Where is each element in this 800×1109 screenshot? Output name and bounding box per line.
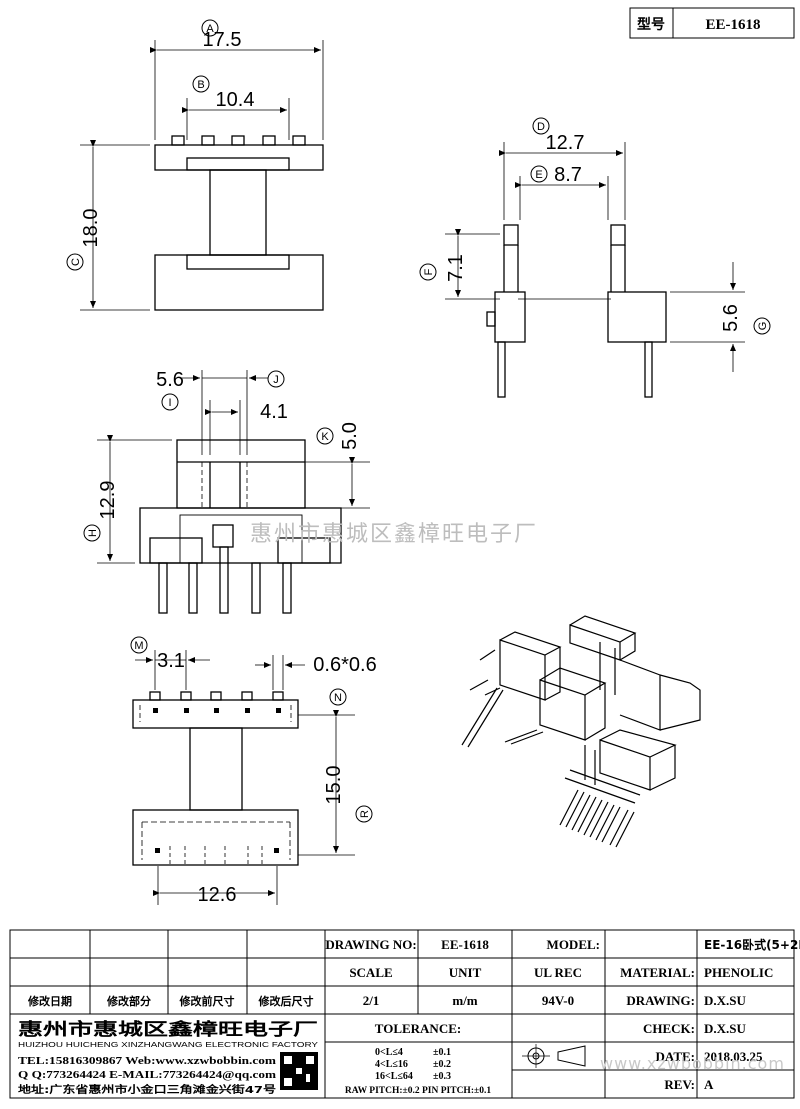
tol-range-2: 4<L≤16 (375, 1059, 408, 1070)
side-view (445, 142, 745, 398)
rev-value: A (704, 1077, 714, 1092)
tol-range-3: 16<L≤64 (375, 1071, 413, 1082)
rev-col-after: 修改后尺寸 (258, 994, 314, 1008)
dim-h-value: 12.9 (97, 481, 119, 520)
dim-g-value: 5.6 (720, 304, 742, 332)
marker-i-label: I (168, 397, 171, 409)
marker-j (267, 370, 285, 388)
dim-m-value: 3.1 (157, 650, 185, 672)
check-value: D.X.SU (704, 1021, 747, 1036)
marker-d-label: D (537, 121, 545, 133)
dim-d-value: 12.7 (546, 132, 585, 154)
marker-e-label: E (535, 169, 542, 181)
title-block-grid (9, 7, 795, 1099)
dim-e-value: 8.7 (554, 164, 582, 186)
date-value: 2018.03.25 (704, 1049, 763, 1064)
rev-col-date: 修改日期 (27, 994, 72, 1008)
header-model-value: EE-1618 (705, 17, 760, 33)
material-label: MATERIAL: (620, 965, 695, 980)
top-view (80, 40, 324, 311)
dim-f-value: 7.1 (445, 254, 467, 282)
model-label: MODEL: (547, 937, 600, 952)
tolerance-label: TOLERANCE: (375, 1021, 461, 1036)
tol-val-3: ±0.3 (433, 1071, 451, 1082)
marker-k-label: K (321, 431, 329, 443)
dimension-markers (66, 19, 771, 823)
marker-b (192, 75, 210, 93)
dim-i-value: 5.6 (156, 369, 184, 391)
scale-label: SCALE (349, 965, 392, 980)
drawing-value: D.X.SU (704, 993, 747, 1008)
marker-r (355, 805, 373, 823)
dim-c-value: 18.0 (80, 209, 102, 248)
company-address: 地址:广东省惠州市小金口三角滩金兴街47号 (18, 1083, 276, 1096)
unit-label: UNIT (449, 965, 482, 980)
raw-pitch: RAW PITCH:±0.2 PIN PITCH:±0.1 (345, 1086, 491, 1096)
company-name: 惠州市惠城区鑫樟旺电子厂 (18, 1019, 318, 1040)
marker-a (201, 19, 219, 37)
marker-g (753, 317, 771, 335)
marker-m-label: M (134, 640, 143, 652)
tol-range-1: 0<L≤4 (375, 1047, 403, 1058)
marker-h (83, 524, 101, 542)
marker-a-label: A (206, 23, 214, 35)
drawing-no: EE-1618 (441, 937, 489, 952)
front-view (97, 370, 370, 614)
company-qq: Q Q:773264424 E-MAIL:773264424@qq.com (18, 1069, 276, 1081)
marker-d (532, 117, 550, 135)
dim-n-value: 0.6*0.6 (313, 654, 376, 676)
material-value: PHENOLIC (704, 965, 773, 980)
ul-value: 94V-0 (542, 993, 574, 1008)
marker-m (130, 636, 148, 654)
rev-label: REV: (664, 1077, 695, 1092)
rev-col-before: 修改前尺寸 (179, 994, 235, 1008)
marker-e (530, 165, 548, 183)
company-tel: TEL:15816309867 Web:www.xzwbobbin.com (18, 1055, 276, 1067)
tol-val-2: ±0.2 (433, 1059, 451, 1070)
marker-c (66, 253, 84, 271)
marker-f (419, 263, 437, 281)
company-name-en: HUIZHOU HUICHENG XINZHANGWANG ELECTRONIC… (18, 1042, 318, 1049)
watermark: 惠州市惠城区鑫樟旺电子厂 (250, 522, 539, 547)
drawing-label: DRAWING: (626, 993, 695, 1008)
dim-r-value: 15.0 (323, 766, 345, 805)
marker-h-label: H (87, 529, 99, 537)
marker-b-label: B (197, 79, 204, 91)
marker-g-label: G (757, 322, 769, 331)
marker-n-label: N (334, 692, 342, 704)
dim-b-value: 10.4 (216, 89, 255, 111)
marker-c-label: C (70, 258, 82, 266)
drawing-no-label: DRAWING NO: (325, 937, 416, 952)
bottom-view (132, 650, 355, 905)
dim-j-value: 4.1 (260, 401, 288, 423)
marker-n (329, 688, 347, 706)
dim-bottom-value: 12.6 (198, 884, 237, 906)
isometric-view (461, 615, 701, 848)
marker-f-label: F (423, 268, 435, 275)
marker-r-label: R (359, 810, 371, 818)
watermark-url: www.xzwbobbin.com (600, 1054, 785, 1073)
ul-label: UL REC (534, 965, 582, 980)
header-model-label: 型号 (637, 16, 665, 33)
dim-k-value: 5.0 (339, 422, 361, 450)
dim-a-value: 17.5 (203, 29, 242, 51)
marker-k (316, 427, 334, 445)
rev-col-part: 修改部分 (106, 994, 151, 1008)
tol-val-1: ±0.1 (433, 1047, 451, 1058)
check-label: CHECK: (643, 1021, 695, 1036)
marker-i (161, 393, 179, 411)
marker-j-label: J (273, 374, 279, 386)
date-label: DATE: (656, 1049, 695, 1064)
scale-value: 2/1 (363, 993, 380, 1008)
unit-value: m/m (452, 993, 477, 1008)
